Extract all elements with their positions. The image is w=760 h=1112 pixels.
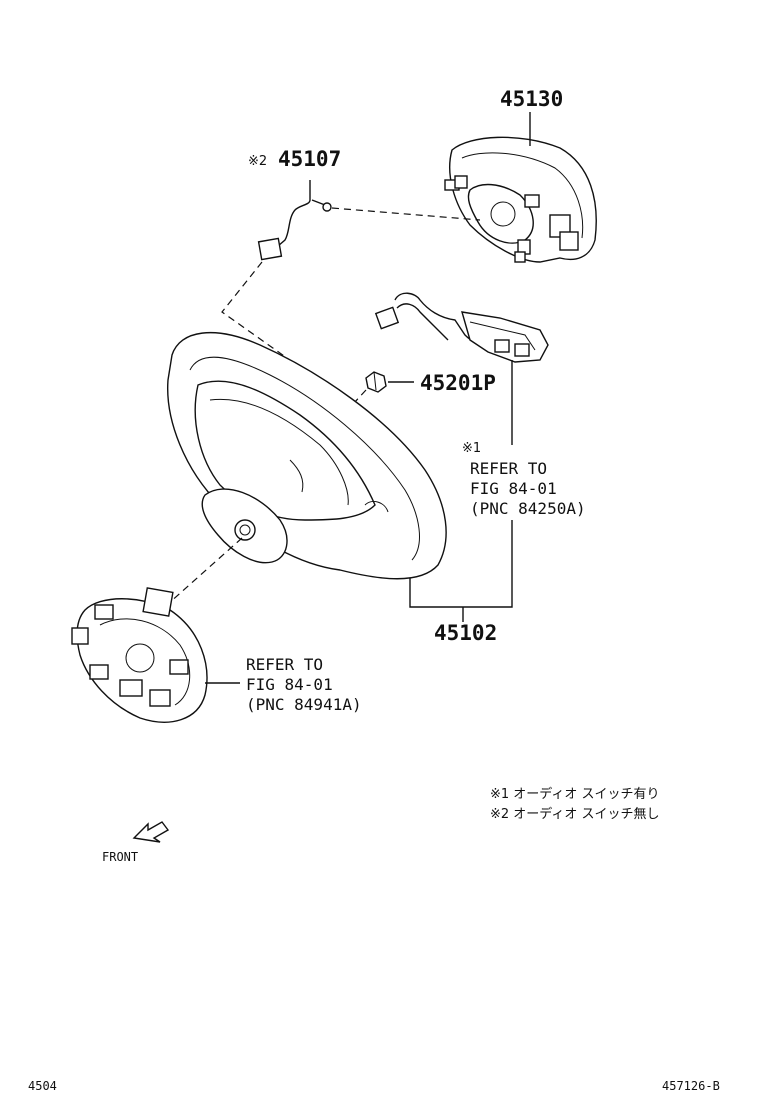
audio-switch-assembly [374, 292, 549, 363]
horn-wire [257, 180, 332, 261]
refer-switch-line2: FIG 84-01 [470, 479, 557, 498]
note-line-1: ※1 オーディオ スイッチ有り [490, 786, 660, 802]
nut [365, 371, 387, 393]
refer-switch-line3: (PNC 84250A) [470, 499, 586, 518]
leader-45102 [409, 520, 513, 608]
part-number-45102: 45102 [434, 621, 497, 645]
refer-spiral-line3: (PNC 84941A) [246, 695, 362, 714]
note-mark-1: ※1 [462, 441, 481, 456]
front-arrow-icon [132, 821, 170, 843]
note-mark-2: ※2 [248, 154, 267, 169]
front-label: FRONT [102, 850, 138, 864]
steering-wheel [167, 332, 447, 580]
page-number: 4504 [28, 1079, 57, 1093]
part-number-45107: 45107 [278, 147, 341, 171]
refer-spiral-line2: FIG 84-01 [246, 675, 333, 694]
part-number-45130: 45130 [500, 87, 563, 111]
part-number-45201p: 45201P [420, 371, 496, 395]
refer-spiral-line1: REFER TO [246, 655, 323, 674]
refer-switch-line1: REFER TO [470, 459, 547, 478]
note-line-2: ※2 オーディオ スイッチ無し [490, 806, 660, 822]
drawing-id: 457126-B [662, 1079, 720, 1093]
horn-pad-assembly [444, 136, 597, 263]
dash-wire-to-pad [331, 207, 481, 221]
spiral-cable-assembly [71, 587, 208, 723]
